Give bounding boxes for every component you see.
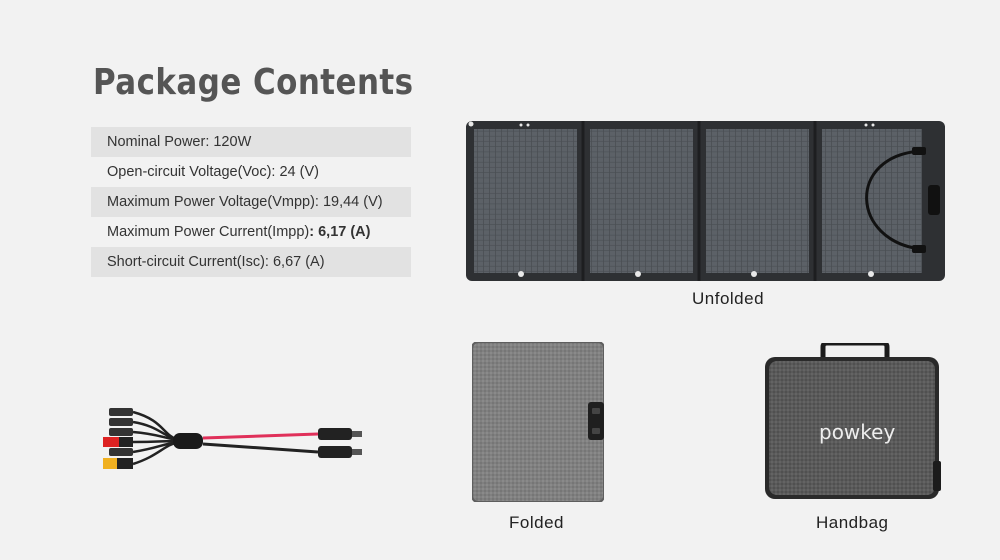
handbag-image: powkey <box>765 340 945 506</box>
spec-label: Open-circuit Voltage(Voc): 24 (V) <box>107 164 319 180</box>
spec-label: Nominal Power: 120W <box>107 134 252 150</box>
spec-label: Short-circuit Current(Isc): 6,67 (A) <box>107 254 325 270</box>
spec-row-nominal-power: Nominal Power: 120W <box>91 127 411 157</box>
folded-panel-image <box>471 341 605 507</box>
spec-row-voc: Open-circuit Voltage(Voc): 24 (V) <box>91 157 411 187</box>
spec-value-bold: : 6,17 (A) <box>309 224 371 240</box>
caption-handbag: Handbag <box>816 513 889 532</box>
cable-image <box>103 400 383 485</box>
spec-table: Nominal Power: 120W Open-circuit Voltage… <box>91 127 411 277</box>
caption-folded: Folded <box>509 513 564 532</box>
page-title: Package Contents <box>93 62 414 103</box>
spec-label: Maximum Power Voltage(Vmpp): 19,44 (V) <box>107 194 383 210</box>
caption-unfolded: Unfolded <box>692 289 765 308</box>
spec-row-vmpp: Maximum Power Voltage(Vmpp): 19,44 (V) <box>91 187 411 217</box>
unfolded-panel-image <box>466 121 945 281</box>
spec-row-isc: Short-circuit Current(Isc): 6,67 (A) <box>91 247 411 277</box>
spec-row-impp: Maximum Power Current(Impp): 6,17 (A) <box>91 217 411 247</box>
brand-logo: powkey <box>819 420 895 444</box>
spec-label: Maximum Power Current(Impp) <box>107 224 310 240</box>
